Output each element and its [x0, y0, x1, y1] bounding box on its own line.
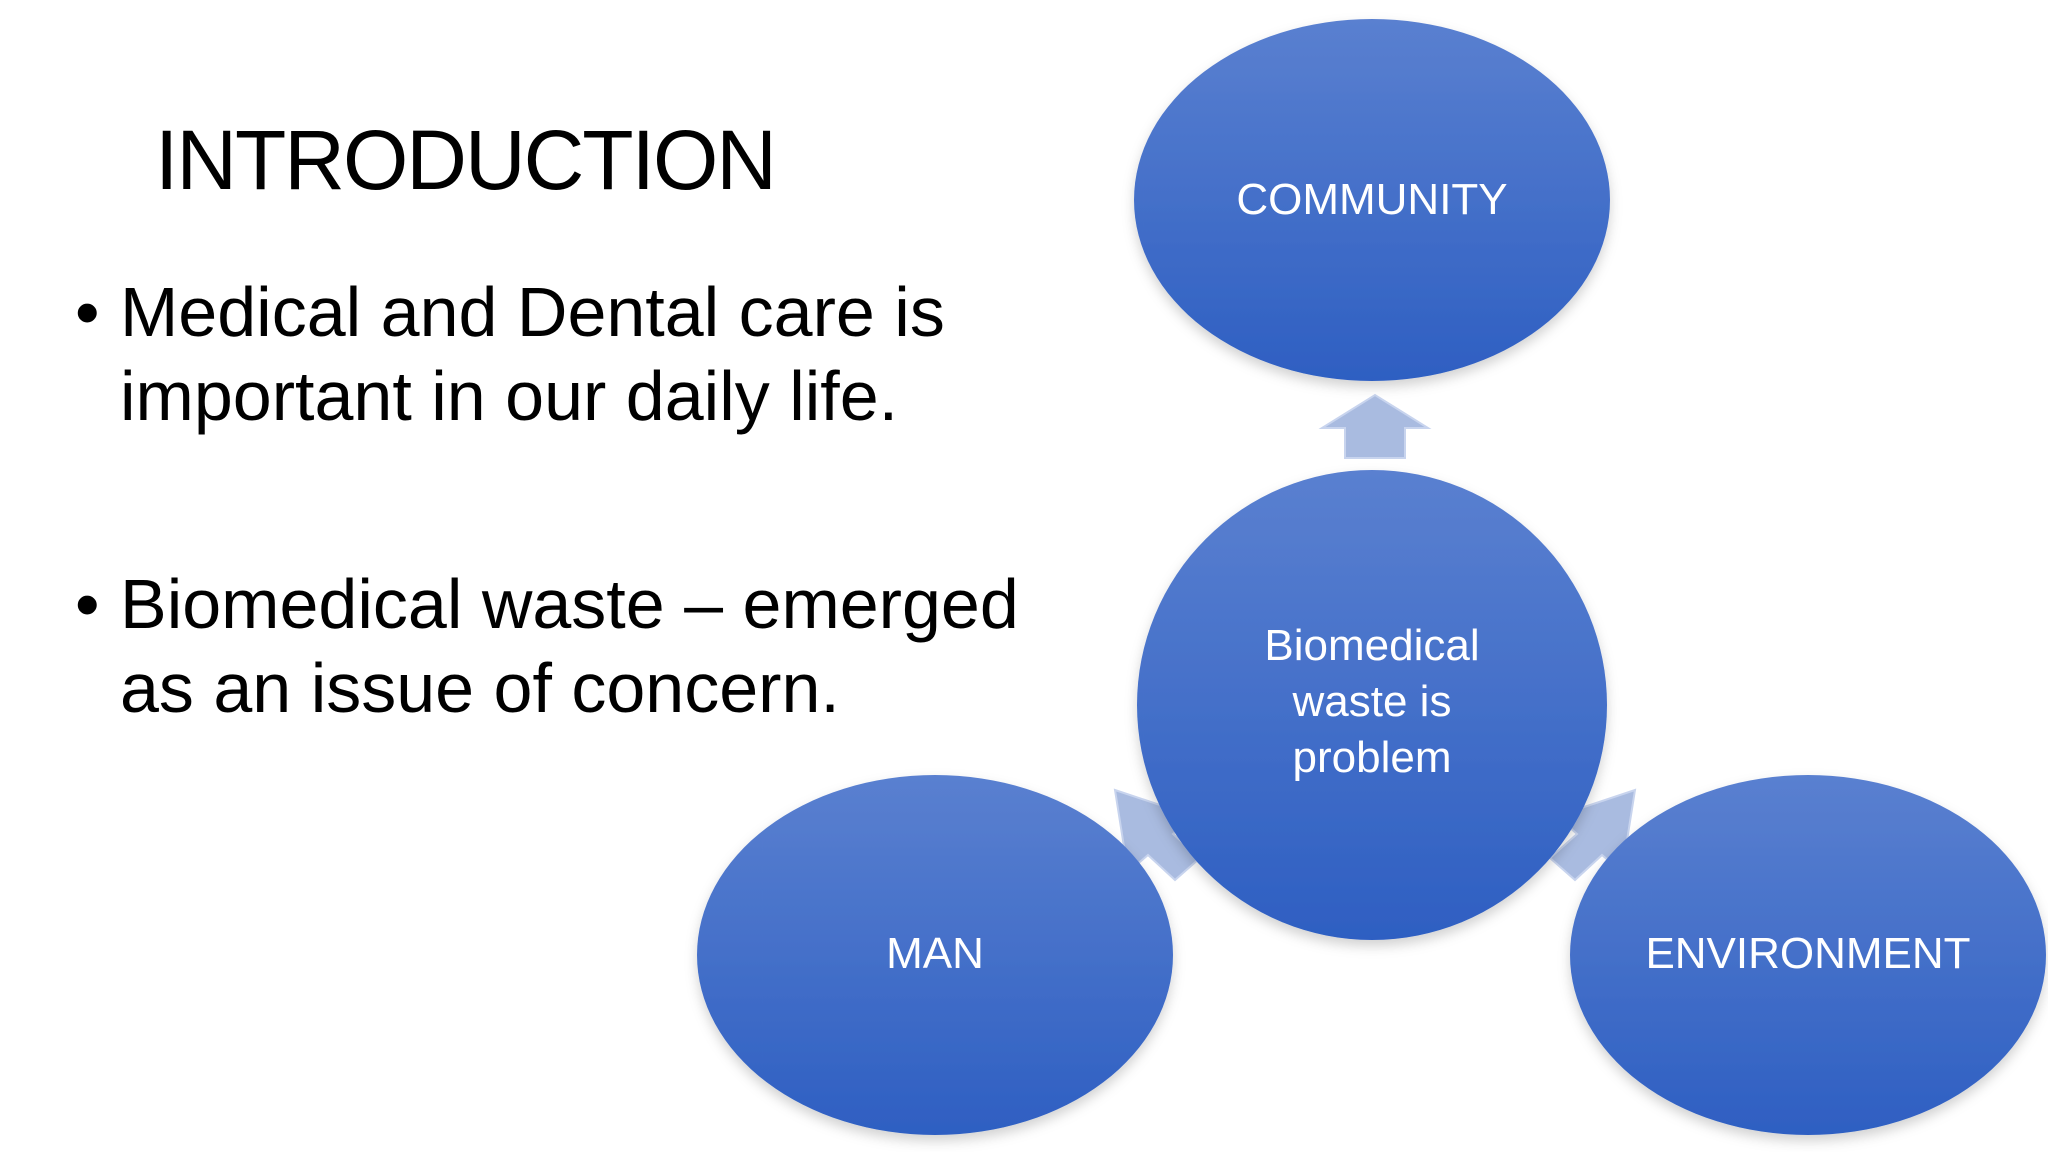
node-environment: ENVIRONMENT	[1570, 775, 2046, 1135]
bullet-line: Medical and Dental care is	[120, 273, 945, 351]
bullet-line: important in our daily life.	[120, 357, 899, 435]
bullet-dot-icon: •	[75, 273, 100, 351]
bullet-item: • Medical and Dental care is important i…	[75, 270, 1055, 438]
bullet-dot-icon: •	[75, 565, 100, 643]
node-man: MAN	[697, 775, 1173, 1135]
node-center-label-line: Biomedical	[1264, 621, 1479, 670]
node-center: Biomedical waste is problem	[1137, 470, 1607, 940]
bullet-list: • Medical and Dental care is important i…	[75, 270, 1055, 730]
arrow-up-icon	[1318, 393, 1432, 459]
node-center-label-line: problem	[1293, 733, 1452, 782]
node-community: COMMUNITY	[1134, 19, 1610, 381]
node-man-label: MAN	[886, 929, 984, 978]
node-environment-label: ENVIRONMENT	[1645, 929, 1970, 978]
bullet-line: as an issue of concern.	[120, 649, 840, 727]
slide-title: INTRODUCTION	[155, 113, 777, 207]
bullet-item: • Biomedical waste – emerged as an issue…	[75, 562, 1055, 730]
node-community-label: COMMUNITY	[1236, 175, 1507, 224]
node-center-label-line: waste is	[1292, 677, 1452, 726]
bullet-line: Biomedical waste – emerged	[120, 565, 1019, 643]
